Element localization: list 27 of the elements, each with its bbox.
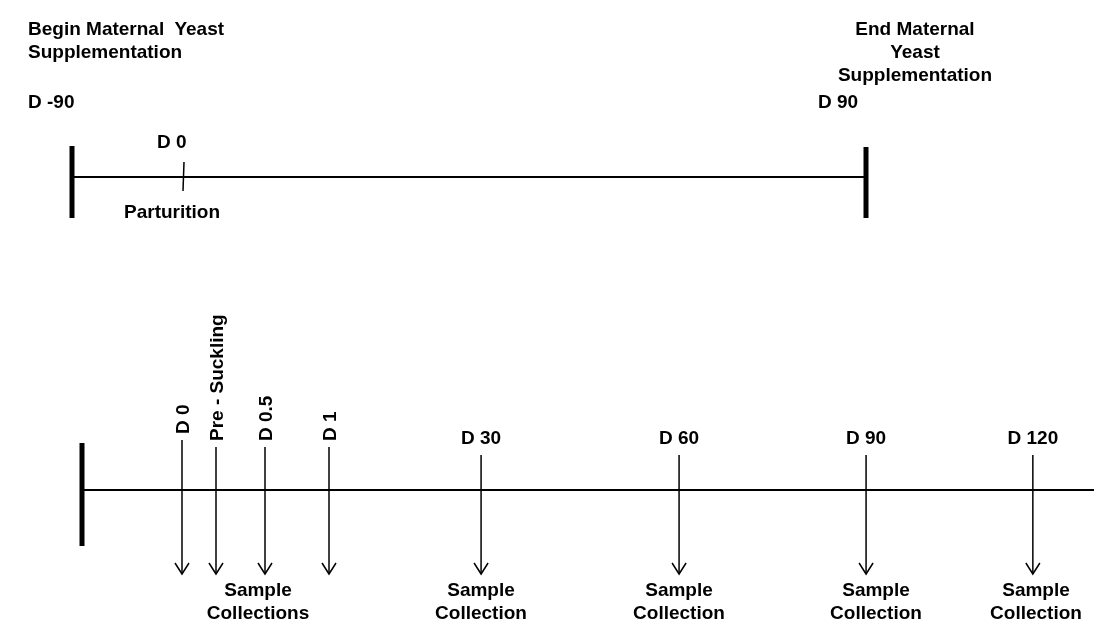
day-label: D 1 xyxy=(317,411,341,441)
event-label: Parturition xyxy=(124,200,221,223)
phase-heading: Begin Maternal Yeast Supplementation xyxy=(28,17,226,63)
day-label: D 0.5 xyxy=(253,395,277,441)
arrow xyxy=(208,446,224,575)
collection-label: Sample Collection xyxy=(816,578,936,624)
arrow xyxy=(671,454,687,575)
day-label: D 90 xyxy=(846,426,887,449)
arrow xyxy=(174,439,190,575)
day-label: D 30 xyxy=(461,426,502,449)
arrow xyxy=(858,454,874,575)
phase-heading: End Maternal Yeast Supplementation xyxy=(836,17,994,86)
arrow xyxy=(321,446,337,575)
collection-label: Sample Collections xyxy=(205,578,311,624)
day-label: Pre - Suckling xyxy=(204,314,228,441)
day-label: D 90 xyxy=(818,90,859,113)
day-label: D 120 xyxy=(1007,426,1059,449)
day-label: D 0 xyxy=(170,404,194,434)
arrow xyxy=(1025,454,1041,575)
collection-label: Sample Collection xyxy=(619,578,739,624)
arrow xyxy=(473,454,489,575)
collection-label: Sample Collection xyxy=(421,578,541,624)
collection-label: Sample Collection xyxy=(981,578,1091,624)
day-label: D -90 xyxy=(28,90,75,113)
arrow xyxy=(257,446,273,575)
day-label: D 0 xyxy=(157,130,187,153)
day-label: D 60 xyxy=(659,426,700,449)
